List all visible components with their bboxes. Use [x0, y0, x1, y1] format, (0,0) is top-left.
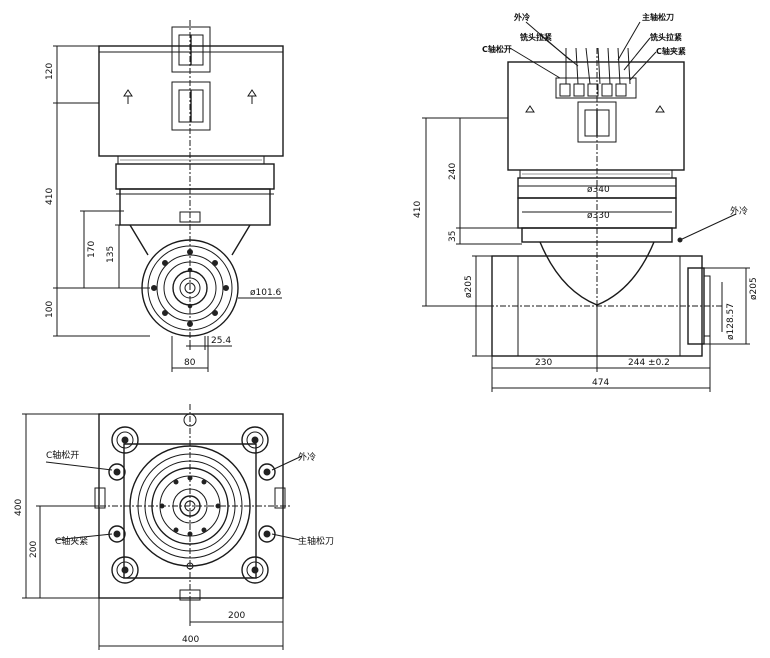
- front-dim-410: 410: [45, 188, 55, 205]
- side-dim-phi128-57: ø128.57: [726, 303, 736, 340]
- front-view: 120 410 100 170 135 ø101.6 25.4 80: [45, 20, 284, 372]
- top-dim-400-vertical: 400: [14, 499, 24, 516]
- top-label-spindle-release: 主轴松刀: [298, 535, 334, 547]
- side-callout-coolant: 外冷: [730, 205, 748, 217]
- side-dim-474: 474: [592, 378, 609, 388]
- front-dim-120: 120: [45, 63, 55, 80]
- side-view: 外冷 铣头拉紧 C轴松开 主轴松刀 铣头拉紧 C轴夹紧 410 240 35 ø…: [413, 12, 759, 392]
- side-label-c-axis-clamp: C轴夹紧: [656, 46, 686, 56]
- side-label-clamp-pull: 铣头拉紧: [520, 32, 552, 42]
- front-dim-170: 170: [87, 241, 97, 258]
- side-dim-230: 230: [535, 358, 552, 368]
- side-dim-phi205-right: ø205: [749, 277, 759, 300]
- side-dim-phi340: ø340: [587, 185, 610, 195]
- front-dim-135: 135: [106, 246, 116, 263]
- top-label-coolant: 外冷: [298, 451, 316, 463]
- side-dim-35: 35: [448, 231, 458, 242]
- top-label-c-axis-clamp: C轴夹紧: [55, 535, 88, 547]
- front-dim-25-4: 25.4: [211, 336, 231, 346]
- side-dim-410: 410: [413, 201, 423, 218]
- side-dim-244: 244 ±0.2: [628, 358, 670, 368]
- side-dim-phi205-left: ø205: [464, 275, 474, 298]
- side-label-spindle-release: 主轴松刀: [642, 12, 674, 22]
- top-label-c-axis-release: C轴松开: [46, 449, 79, 461]
- top-dim-200-vertical: 200: [29, 541, 39, 558]
- front-dim-80: 80: [184, 358, 196, 368]
- side-dim-phi330: ø330: [587, 211, 610, 221]
- top-dim-200-horizontal: 200: [228, 611, 245, 621]
- top-dim-400-horizontal: 400: [182, 635, 199, 645]
- side-dim-240: 240: [448, 163, 458, 180]
- front-dim-100: 100: [45, 301, 55, 318]
- side-label-clamp-pull-right: 铣头拉紧: [650, 32, 682, 42]
- side-label-coolant: 外冷: [514, 12, 530, 22]
- front-dim-phi101-6: ø101.6: [250, 288, 282, 298]
- top-view: C轴松开 C轴夹紧 外冷 主轴松刀 400 200 200 400: [14, 404, 334, 650]
- side-label-c-axis-release: C轴松开: [482, 44, 512, 54]
